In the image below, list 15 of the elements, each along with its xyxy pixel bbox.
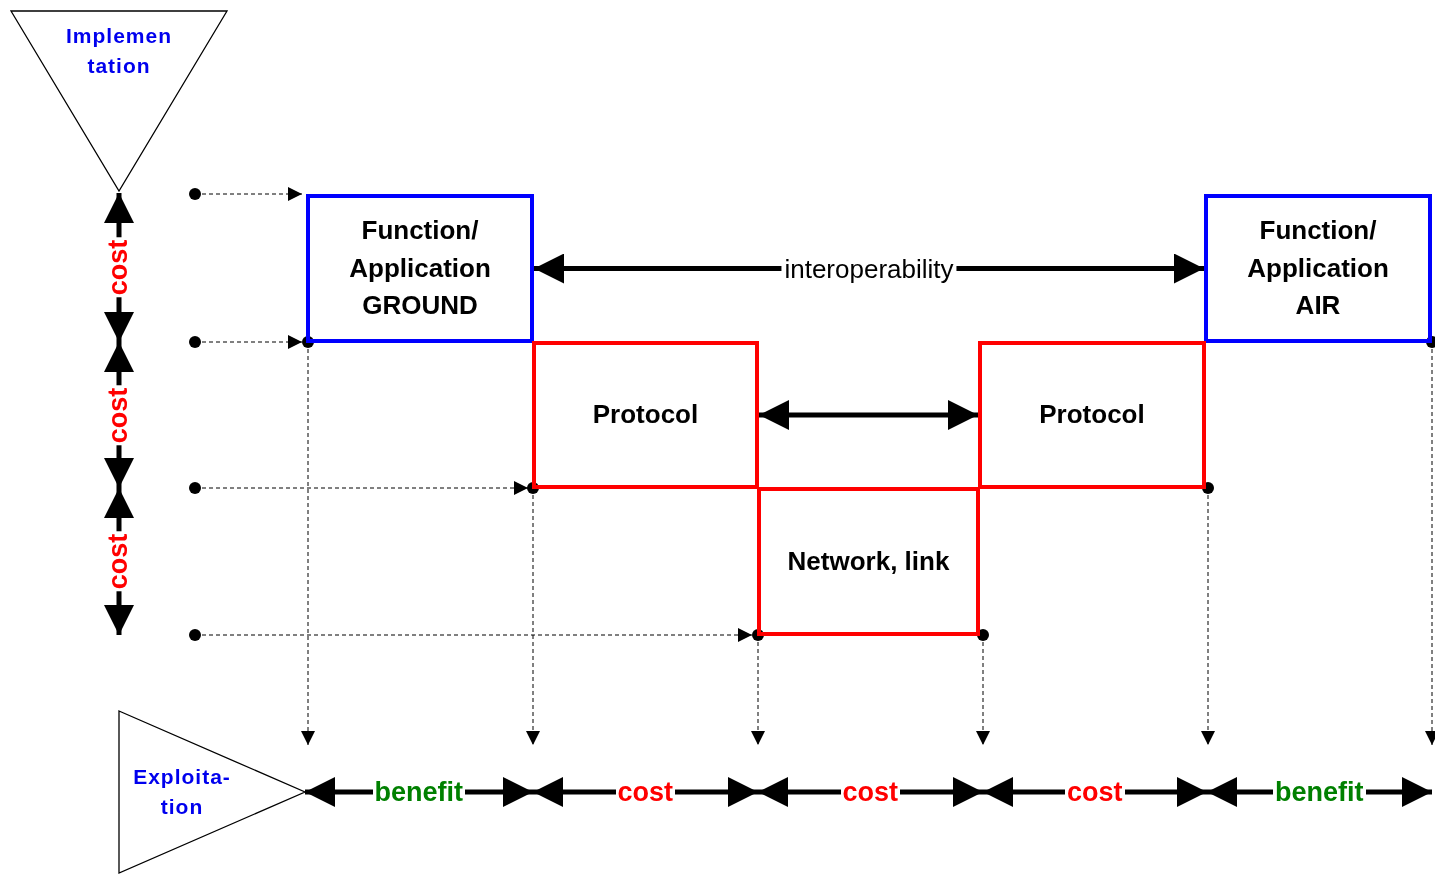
network-box [757,487,980,636]
implementation-triangle [10,10,228,192]
function-box [306,194,534,343]
node-label: Function/ Application AIR [1246,213,1390,323]
node-label: Function/ Application GROUND [348,213,492,323]
protocol-box [978,341,1206,489]
node-label: Network, link [786,544,951,578]
double-arrow [759,400,978,430]
exploitation-triangle [118,710,306,874]
node-label: Protocol [1038,398,1146,432]
node-label: Protocol [591,398,700,432]
function-box [1204,194,1432,343]
node-label: Implemen tation [65,22,173,79]
node-label: Exploita- tion [132,763,232,820]
protocol-box [532,341,759,489]
